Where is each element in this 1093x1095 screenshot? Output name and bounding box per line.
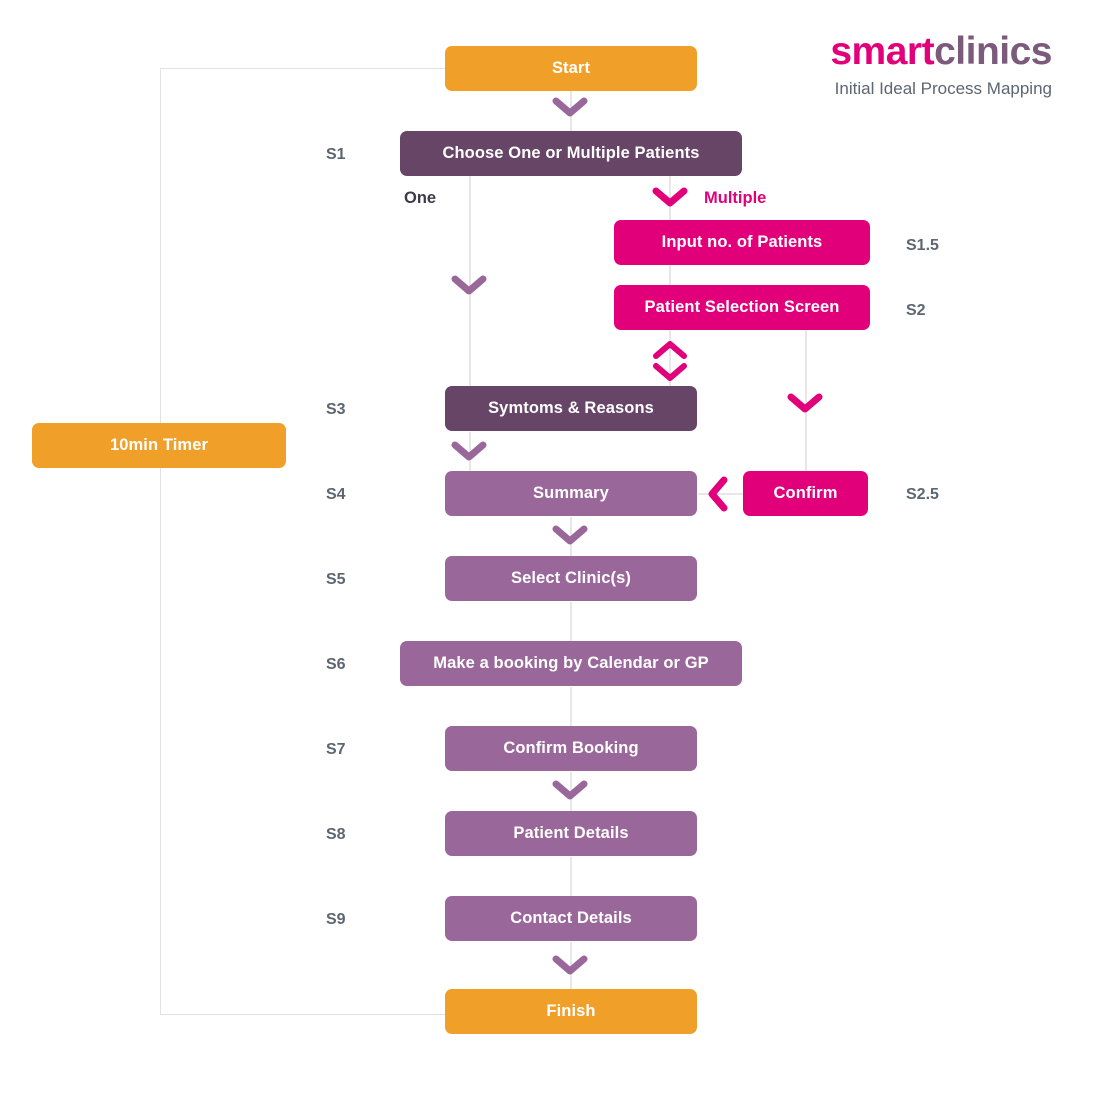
chevron-down-icon-s4-s5 <box>552 524 588 546</box>
step-label-s6: S6 <box>326 656 346 673</box>
step-label-s4: S4 <box>326 486 346 503</box>
node-finish[interactable]: Finish <box>445 989 697 1034</box>
step-label-s2: S2 <box>906 302 926 319</box>
step-label-s5: S5 <box>326 571 346 588</box>
node-s5-select-clinics[interactable]: Select Clinic(s) <box>445 556 697 601</box>
node-s8-patient-details[interactable]: Patient Details <box>445 811 697 856</box>
brand-logo: smartclinics Initial Ideal Process Mappi… <box>830 32 1052 97</box>
logo-wordmark: smartclinics <box>830 32 1052 71</box>
connector-s5-s6 <box>570 602 572 642</box>
connector-s1_5-s2 <box>669 264 671 286</box>
connector-s2-confirm <box>805 330 807 471</box>
node-s2_5-confirm[interactable]: Confirm <box>743 471 868 516</box>
connector-confirm-summary <box>698 493 744 495</box>
node-s3-symptoms-reasons[interactable]: Symtoms & Reasons <box>445 386 697 431</box>
logo-smart-text: smart <box>830 30 935 73</box>
chevron-down-icon-start <box>552 96 588 118</box>
connector-s6-s7 <box>570 687 572 727</box>
logo-subtitle: Initial Ideal Process Mapping <box>834 79 1052 98</box>
node-s7-confirm-booking[interactable]: Confirm Booking <box>445 726 697 771</box>
step-label-s3: S3 <box>326 401 346 418</box>
step-label-s8: S8 <box>326 826 346 843</box>
chevron-down-icon-s9-finish <box>552 954 588 976</box>
node-s6-make-booking[interactable]: Make a booking by Calendar or GP <box>400 641 742 686</box>
node-start[interactable]: Start <box>445 46 697 91</box>
node-timer[interactable]: 10min Timer <box>32 423 286 468</box>
node-s2-patient-selection[interactable]: Patient Selection Screen <box>614 285 870 330</box>
chevron-down-icon-one <box>451 274 487 296</box>
step-label-s9: S9 <box>326 911 346 928</box>
node-s9-contact-details[interactable]: Contact Details <box>445 896 697 941</box>
logo-clinics-text: clinics <box>934 30 1052 73</box>
chevron-down-icon-s2-confirm <box>787 392 823 414</box>
step-label-s2_5: S2.5 <box>906 486 939 503</box>
chevron-updown-icon-s2-s3 <box>652 340 688 382</box>
chevron-down-icon-multiple <box>652 186 688 208</box>
chevron-down-icon-s7-s8 <box>552 779 588 801</box>
chevron-down-icon-s3-s4 <box>451 440 487 462</box>
connector-one-branch <box>469 176 471 392</box>
node-s1-choose-patients[interactable]: Choose One or Multiple Patients <box>400 131 742 176</box>
step-label-s7: S7 <box>326 741 346 758</box>
branch-label-multiple: Multiple <box>704 189 767 207</box>
chevron-left-icon-confirm-summary <box>707 476 731 512</box>
node-s4-summary[interactable]: Summary <box>445 471 697 516</box>
step-label-s1: S1 <box>326 146 346 163</box>
node-s1_5-input-patients[interactable]: Input no. of Patients <box>614 220 870 265</box>
timer-scope-bracket <box>160 68 451 1015</box>
branch-label-one: One <box>404 189 437 207</box>
step-label-s1_5: S1.5 <box>906 237 939 254</box>
connector-s8-s9 <box>570 857 572 897</box>
connector-s2-s3 <box>669 330 671 390</box>
